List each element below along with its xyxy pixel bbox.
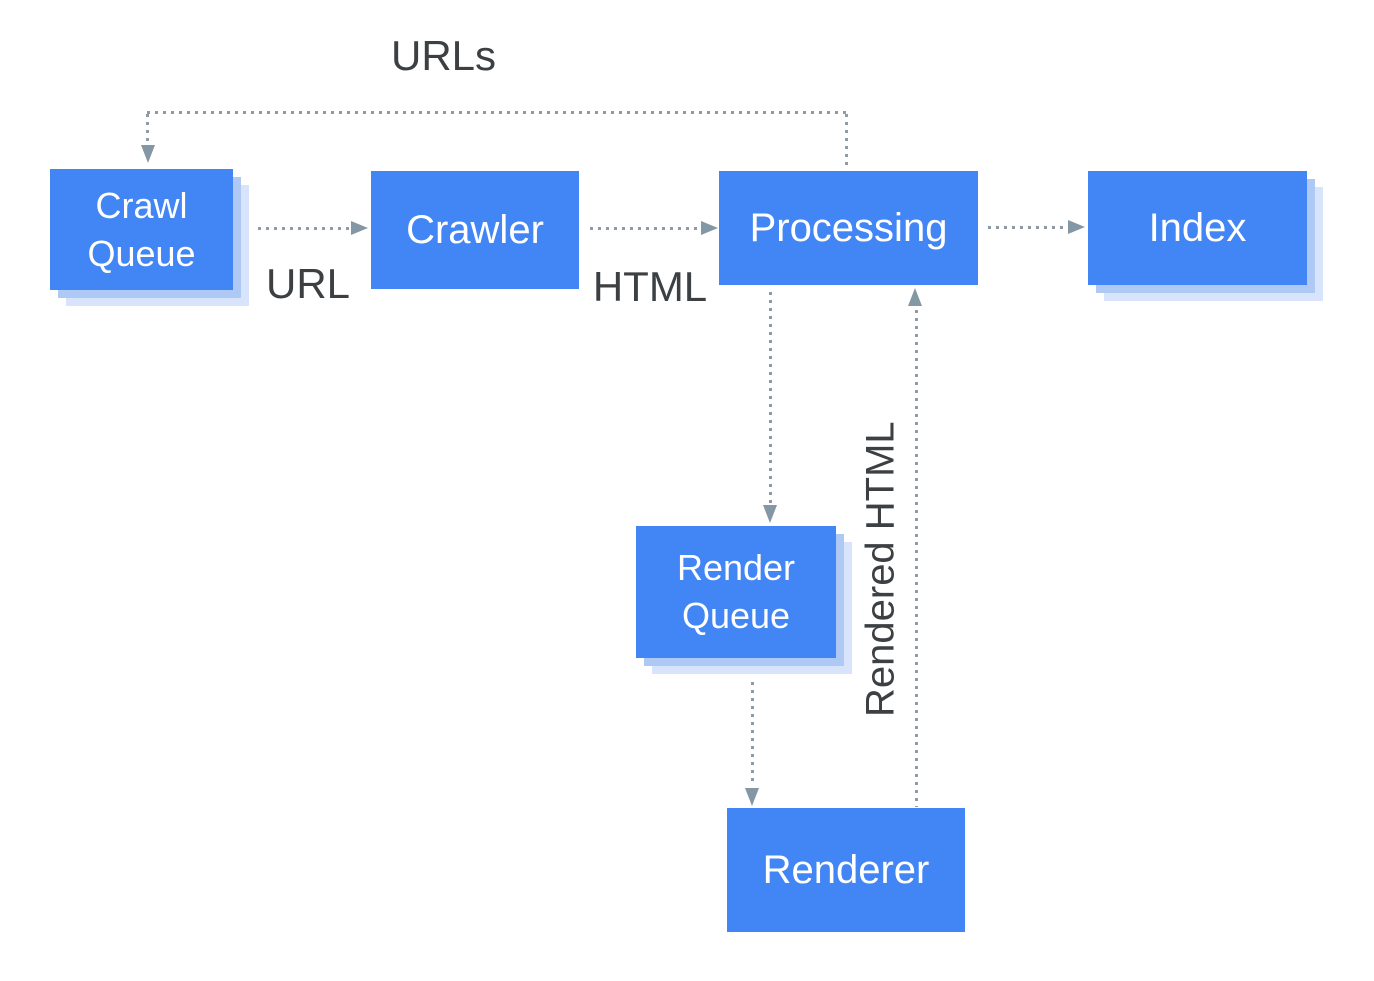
edge-label-html: HTML <box>592 263 708 310</box>
arrowhead-into-crawl-queue <box>141 145 155 163</box>
node-index-label: Index <box>1148 205 1247 250</box>
edge-processing-to-crawl-queue-top <box>147 111 848 114</box>
edge-processing-to-crawl-queue-drop <box>146 114 149 144</box>
node-processing: Processing <box>719 171 978 285</box>
node-index: Index <box>1088 171 1307 285</box>
edge-render-queue-to-renderer <box>751 682 754 786</box>
edge-processing-to-crawl-queue-rise <box>845 114 848 169</box>
node-crawler-label: Crawler <box>406 207 544 252</box>
edge-renderer-to-processing <box>915 310 918 807</box>
edge-label-urls: URLs <box>391 32 497 79</box>
node-renderer: Renderer <box>727 808 965 932</box>
arrowhead-into-processing <box>701 221 718 235</box>
node-crawler: Crawler <box>371 171 579 289</box>
node-render-queue: Render Queue <box>636 526 836 658</box>
edge-processing-to-index <box>988 226 1068 229</box>
edge-processing-to-render-queue <box>769 292 772 503</box>
arrowhead-into-renderer <box>745 788 759 806</box>
node-renderer-label: Renderer <box>762 847 930 892</box>
node-crawl-queue-label: Crawl Queue <box>87 184 196 274</box>
edge-crawl-queue-to-crawler <box>258 227 350 230</box>
arrowhead-into-index <box>1068 220 1085 234</box>
node-processing-label: Processing <box>749 205 948 250</box>
node-crawl-queue: Crawl Queue <box>50 169 233 290</box>
edge-label-rendered-html: Rendered HTML <box>858 421 903 717</box>
edge-label-url: URL <box>265 260 351 307</box>
arrowhead-into-crawler <box>351 221 368 235</box>
arrowhead-into-render-queue <box>763 505 777 523</box>
edge-crawler-to-processing <box>590 227 700 230</box>
node-render-queue-label: Render Queue <box>676 547 796 636</box>
arrowhead-into-processing-bottom <box>908 288 922 306</box>
